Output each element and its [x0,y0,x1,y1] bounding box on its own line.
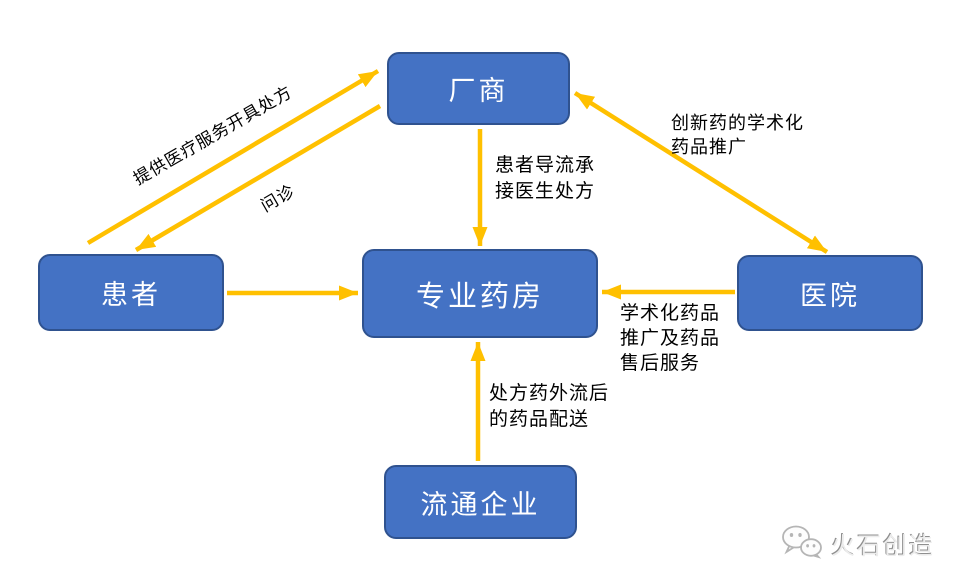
node-distributor: 流通企业 [384,465,577,539]
edge-label-divert: 患者导流承 接医生处方 [495,155,596,202]
node-hospital: 医院 [737,255,923,331]
node-patient: 患者 [38,254,224,331]
brand-name: 火石创造 [831,532,935,560]
wechat-icon [782,525,822,559]
edge-manufacturer-to-patient [134,104,382,252]
edge-label-delivery: 处方药外流后 的药品配送 [489,383,610,430]
edge-patient-to-manufacturer [86,69,380,245]
node-manufacturer: 厂商 [387,52,570,125]
edge-label-promotion: 创新药的学术化 药品推广 [671,113,804,157]
edge-manufacturer-hospital-two-way [573,91,829,254]
node-pharmacy: 专业药房 [362,249,598,338]
brand-watermark: 火石创造 [781,524,935,562]
edge-label-academic: 学术化药品 推广及药品 售后服务 [620,303,721,374]
